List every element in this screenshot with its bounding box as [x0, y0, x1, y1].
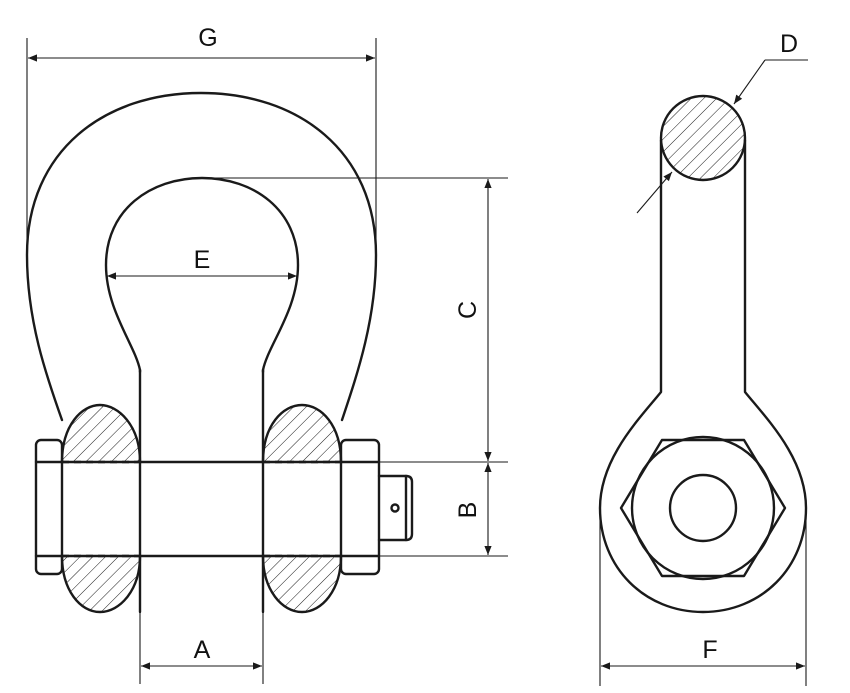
label-g: G: [198, 24, 217, 52]
label-f: F: [702, 636, 717, 664]
dim-d-arrow-top: [733, 59, 766, 105]
label-e: E: [194, 246, 211, 274]
eye-section-top-left: [60, 403, 142, 464]
pin-end: [377, 474, 414, 542]
eye-section-top-right: [261, 403, 343, 464]
nut: [339, 438, 381, 576]
label-a: A: [194, 636, 211, 664]
bow-outer: [25, 91, 378, 422]
cotter-hole: [390, 503, 400, 513]
bow-section: [659, 94, 747, 182]
front-view: D F: [598, 30, 808, 686]
dim-d-arrow-bottom: [636, 171, 673, 214]
label-c: C: [454, 301, 482, 319]
label-d: D: [780, 30, 798, 58]
side-view: G E C B A: [25, 24, 508, 684]
eye-section-bottom-right: [261, 554, 343, 614]
nut-chamfer-circle: [630, 435, 776, 581]
pin-head: [34, 438, 64, 576]
bow-inner: [104, 176, 300, 374]
eye-section-bottom-left: [60, 554, 142, 614]
front-leg: [598, 138, 808, 614]
nut-hexagon: [619, 438, 787, 578]
label-b: B: [454, 502, 482, 519]
pin-end-circle: [668, 473, 738, 543]
